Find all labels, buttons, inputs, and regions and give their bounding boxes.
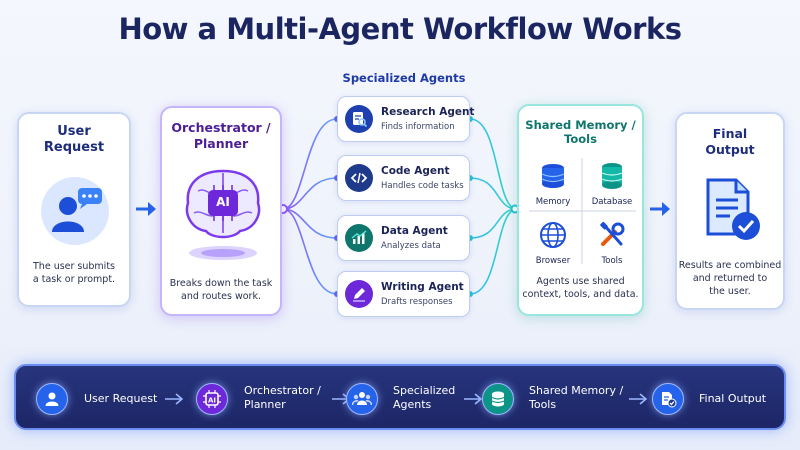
memory-grid-dividers bbox=[529, 158, 636, 264]
user-request-desc: The user submits a task or prompt. bbox=[32, 261, 116, 285]
agent-desc: Drafts responses bbox=[381, 297, 453, 307]
ai-chip-label: AI bbox=[216, 195, 230, 209]
group-icon bbox=[346, 383, 378, 415]
arrow-right-icon bbox=[464, 393, 483, 405]
memory-cell: Browser bbox=[525, 220, 581, 266]
globe-icon bbox=[540, 222, 566, 248]
orchestrator-card: Orchestrator / Planner AI Breaks down th… bbox=[160, 106, 282, 316]
final-output-desc: Results are combined and returned to the… bbox=[678, 260, 782, 297]
arrow-right-icon bbox=[650, 202, 670, 216]
agent-name: Code Agent bbox=[381, 165, 450, 177]
final-output-card: Final Output Results are combined and re… bbox=[675, 112, 785, 310]
agent-desc: Handles code tasks bbox=[381, 181, 464, 191]
flow-step-label: Specialized Agents bbox=[393, 384, 456, 412]
flow-step-label: Orchestrator / Planner bbox=[244, 384, 321, 412]
flow-summary-bar: User Request AI Orchestrator / Planner S… bbox=[14, 364, 786, 430]
tools-icon bbox=[600, 221, 625, 246]
arrow-right-icon bbox=[136, 202, 156, 216]
flow-step-label: Shared Memory / Tools bbox=[529, 384, 624, 412]
pen-icon bbox=[345, 280, 373, 308]
memory-cell: Database bbox=[584, 161, 640, 207]
memory-stack-icon bbox=[541, 164, 565, 188]
document-check-icon bbox=[652, 383, 684, 415]
agent-name: Data Agent bbox=[381, 225, 448, 237]
ai-brain-icon: AI bbox=[178, 163, 268, 263]
shared-memory-desc: Agents use shared context, tools, and da… bbox=[522, 276, 639, 300]
memory-cell: Memory bbox=[525, 161, 581, 207]
chart-icon bbox=[345, 224, 373, 252]
flow-step-label: Final Output bbox=[699, 392, 767, 405]
agent-desc: Analyzes data bbox=[381, 241, 441, 251]
svg-text:AI: AI bbox=[208, 397, 216, 405]
orchestrator-desc: Breaks down the task and routes work. bbox=[169, 278, 273, 302]
user-request-title: User Request bbox=[43, 124, 105, 156]
flow-step-label: User Request bbox=[84, 392, 158, 405]
memory-cell-label: Database bbox=[591, 197, 633, 207]
agent-name: Research Agent bbox=[381, 106, 475, 118]
memory-cell-label: Memory bbox=[535, 197, 571, 207]
memory-cell-label: Tools bbox=[601, 256, 623, 266]
ai-chip-icon: AI bbox=[196, 383, 228, 415]
user-request-card: User Request The user submits a task or … bbox=[17, 112, 131, 307]
orchestrator-title: Orchestrator / Planner bbox=[171, 120, 271, 151]
user-icon bbox=[36, 383, 68, 415]
database-icon bbox=[482, 383, 514, 415]
agent-card-code: Code Agent Handles code tasks bbox=[337, 155, 470, 201]
final-output-title: Final Output bbox=[705, 126, 755, 157]
agent-desc: Finds information bbox=[381, 122, 455, 132]
agent-card-research: Research Agent Finds information bbox=[337, 96, 474, 142]
memory-cell-label: Browser bbox=[535, 256, 571, 266]
agent-name: Writing Agent bbox=[381, 281, 464, 293]
agent-card-writing: Writing Agent Drafts responses bbox=[337, 271, 470, 317]
memory-cell: Tools bbox=[584, 220, 640, 266]
arrow-right-icon bbox=[165, 393, 184, 405]
user-chat-icon bbox=[40, 176, 110, 246]
agents-header: Specialized Agents bbox=[342, 71, 466, 85]
page-title: How a Multi-Agent Workflow Works bbox=[118, 12, 682, 46]
research-document-icon bbox=[345, 105, 373, 133]
shared-memory-card: Shared Memory / Tools Memory Database Br… bbox=[517, 104, 644, 316]
document-check-icon bbox=[696, 174, 768, 246]
agent-card-data: Data Agent Analyzes data bbox=[337, 215, 470, 261]
arrow-right-icon bbox=[629, 393, 648, 405]
code-icon bbox=[345, 164, 373, 192]
database-icon bbox=[601, 163, 623, 189]
shared-memory-title: Shared Memory / Tools bbox=[525, 118, 636, 147]
